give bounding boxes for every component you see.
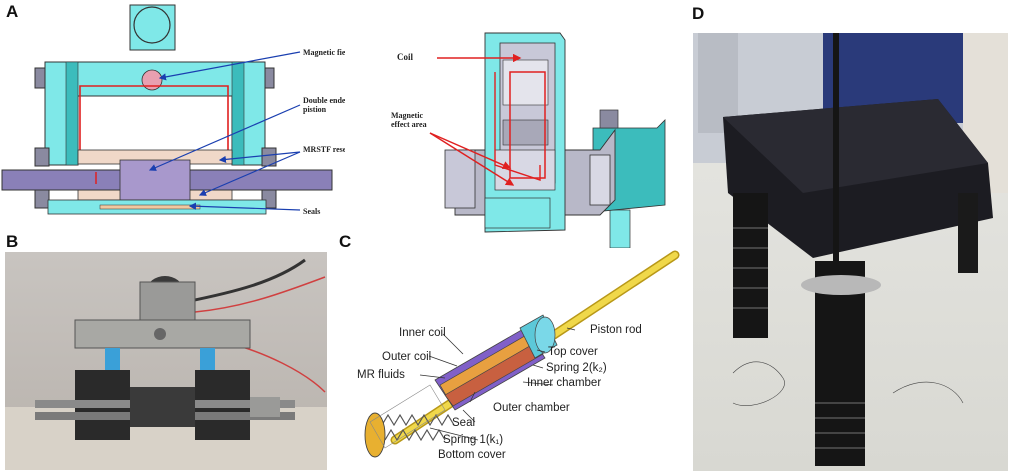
label-outer-chamber: Outer chamber bbox=[493, 402, 570, 414]
label-seals: Seals bbox=[303, 207, 320, 216]
label-magnetic-field: Magnetic field bbox=[303, 48, 345, 57]
label-spring-2: Spring 2(k₂) bbox=[546, 362, 607, 374]
label-magnetic-2: effect area bbox=[391, 120, 427, 129]
seat-prototype-photo bbox=[693, 33, 1008, 471]
label-mr-fluids: MR fluids bbox=[357, 369, 405, 381]
label-inner-coil: Inner coil bbox=[399, 327, 446, 339]
label-spring-1: Spring 1(k₁) bbox=[443, 434, 503, 446]
center-leg bbox=[815, 261, 865, 466]
panel-letter-a: A bbox=[6, 2, 19, 21]
label-top-cover: Top cover bbox=[548, 346, 598, 358]
label-double-ended-2: pistion bbox=[303, 105, 327, 114]
panel-letter-d: D bbox=[692, 4, 705, 23]
coil-3d-diagram: Coil Magnetic effect area bbox=[391, 32, 666, 248]
damper-cross-section-diagram: Magnetic field Double ended pistion MRST… bbox=[1, 4, 345, 216]
top-ring bbox=[133, 6, 171, 44]
label-piston-rod: Piston rod bbox=[590, 324, 642, 336]
prototype-photo bbox=[5, 252, 327, 470]
mr-damper-cutaway: Inner coil Outer coil MR fluids Piston r… bbox=[357, 250, 680, 461]
panel-letter-c: C bbox=[339, 232, 352, 251]
label-magnetic-1: Magnetic bbox=[391, 111, 423, 120]
back-post bbox=[833, 33, 839, 273]
label-double-ended-1: Double ended bbox=[303, 96, 345, 105]
spring-coils bbox=[369, 413, 455, 442]
field-marker bbox=[141, 69, 163, 91]
panel-letter-b: B bbox=[6, 232, 19, 251]
label-inner-chamber: Inner chamber bbox=[527, 377, 601, 389]
label-coil: Coil bbox=[397, 52, 414, 62]
label-seal: Seal bbox=[452, 417, 475, 429]
label-outer-coil: Outer coil bbox=[382, 351, 431, 363]
left-leg bbox=[733, 193, 768, 338]
label-bottom-cover: Bottom cover bbox=[438, 449, 506, 461]
label-mrstf-reservoir: MRSTF reservoir bbox=[303, 145, 345, 154]
